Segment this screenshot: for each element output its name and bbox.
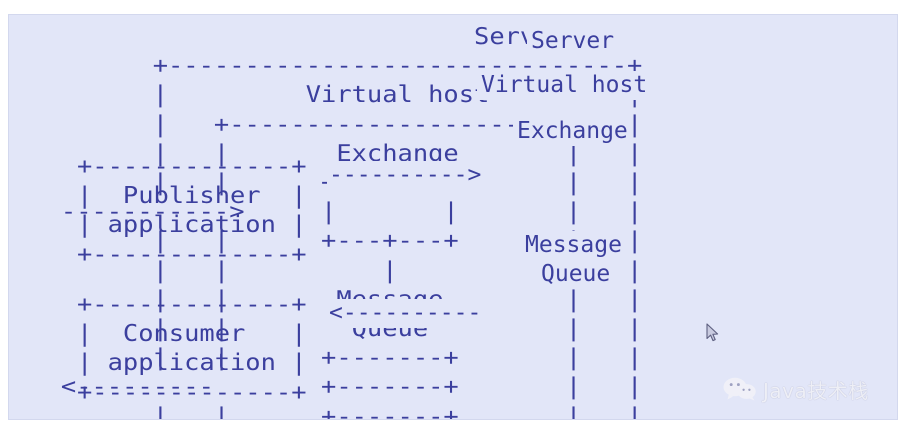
label-server: Server	[527, 27, 619, 57]
consumer-application-ascii: +-------------+ | Consumer | | applicati…	[77, 292, 307, 406]
arrow-publish: ---------->	[327, 161, 484, 191]
watermark-text: Java技术栈	[763, 379, 869, 403]
client-applications-ascii: +-------------+ | Publisher | | applicat…	[77, 154, 307, 268]
mouse-pointer-icon	[706, 323, 720, 343]
arrow-consume: <----------	[327, 299, 484, 329]
label-queue: Queue	[537, 260, 615, 290]
diagram-canvas: Server +------------------------------+ …	[8, 14, 898, 420]
label-exchange: Exchange	[513, 117, 632, 147]
watermark: Java技术栈	[723, 377, 869, 405]
label-virtual-host: Virtual host	[477, 71, 652, 101]
wechat-icon	[723, 377, 757, 405]
label-message: Message	[521, 231, 626, 261]
